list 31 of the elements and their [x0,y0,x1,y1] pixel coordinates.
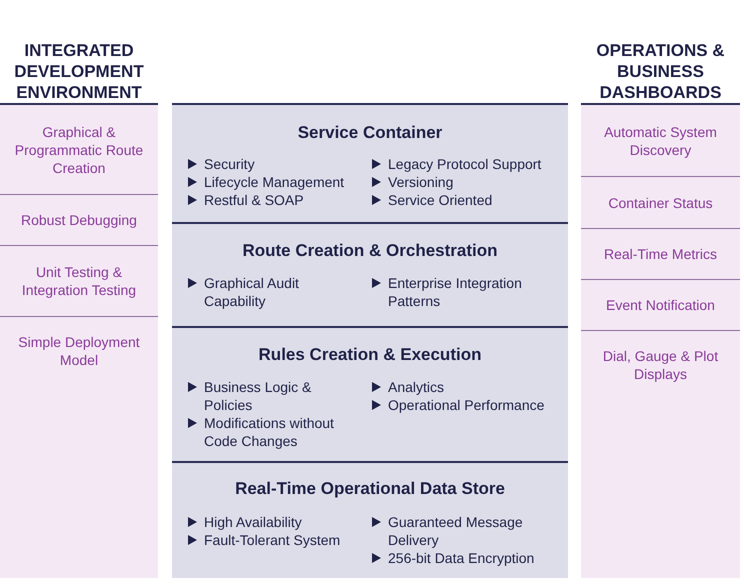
feature-item: Automatic System Discovery [581,105,740,177]
column-heading: OPERATIONS & BUSINESS DASHBOARDS [595,40,726,103]
section-heading: Service Container [298,123,442,142]
feature-item: Simple Deployment Model [0,317,158,580]
bullet-text: Lifecycle Management [204,173,346,191]
bullet-text: Modifications without Code Changes [204,414,335,450]
feature-item: Dial, Gauge & Plot Displays [581,331,740,580]
feature-item: Container Status [581,177,740,229]
bullet-text: Business Logic & Policies [204,378,312,414]
bullet-text: Operational Performance [388,396,546,414]
bullet-text: Security [204,155,256,173]
bullet-text: High Availability [204,513,303,531]
feature-item: Graphical & Programmatic Route Creation [0,105,158,195]
feature-item: Unit Testing & Integration Testing [0,246,158,317]
bullet-text: Service Oriented [388,191,494,209]
column-heading: INTEGRATED DEVELOPMENT ENVIRONMENT [13,40,145,103]
section-heading: Rules Creation & Execution [258,345,482,364]
bullet-text: Versioning [388,173,454,191]
bullet-text: 256-bit Data Encryption [388,549,536,567]
feature-item: Robust Debugging [0,195,158,246]
feature-item: Event Notification [581,280,740,331]
feature-item: Real-Time Metrics [581,229,740,280]
bullet-text: Graphical Audit Capability [204,274,300,310]
bullet-text: Guaranteed Message Delivery [388,513,524,549]
bullet-text: Analytics [388,378,446,396]
bullet-text: Restful & SOAP [204,191,305,209]
section-heading: Route Creation & Orchestration [242,241,498,260]
bullet-text: Legacy Protocol Support [388,155,542,173]
bullet-text: Enterprise Integration Patterns [388,274,523,310]
section-heading: Real-Time Operational Data Store [235,479,505,498]
bullet-text: Fault-Tolerant System [204,531,342,549]
